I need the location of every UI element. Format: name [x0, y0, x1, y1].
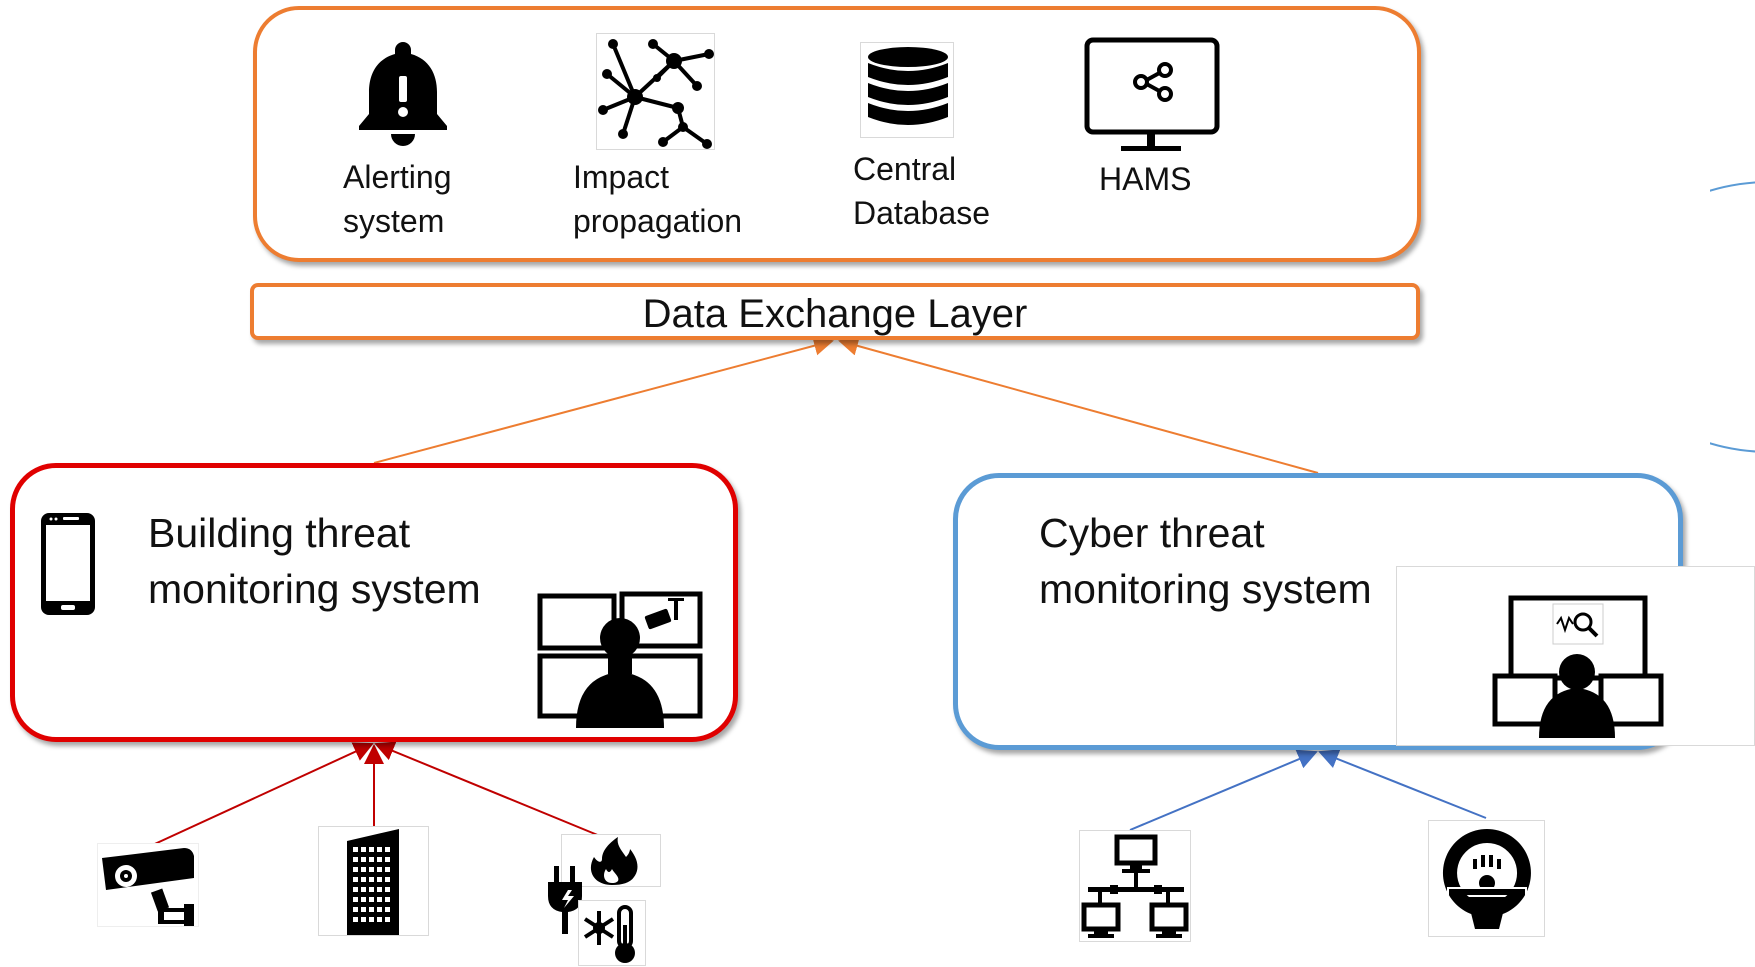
medical-scanner-icon: [1442, 829, 1531, 929]
data-exchange-label: Data Exchange Layer: [642, 292, 1028, 336]
connector-scanner-to-cyber: [1318, 749, 1487, 819]
cyber-title-line1: Cyber threat: [1039, 510, 1265, 556]
temperature-snowflake-icon: [583, 905, 635, 963]
operator-cctv-monitors-icon: [537, 591, 703, 728]
cyber-title-line2: monitoring system: [1039, 566, 1372, 612]
database-icon: [868, 47, 948, 125]
monitor-share-icon: [1084, 37, 1220, 151]
database-tile: [860, 42, 954, 138]
building-tile: [318, 826, 429, 936]
security-camera-icon: [102, 848, 194, 926]
building-icon: [347, 829, 399, 935]
operator-network-monitors-icon: [1492, 595, 1664, 738]
bell-alert-icon: [359, 42, 447, 146]
data-exchange-layer: Data Exchange Layer: [250, 283, 1420, 340]
connector-building-to-exchange: [373, 335, 834, 464]
connector-camera-to-building: [145, 742, 374, 849]
database-label-line1: Central: [853, 151, 957, 187]
computer-network-icon: [1081, 834, 1189, 938]
operator-network-monitors-tile: [1396, 566, 1755, 746]
medical-scanner-tile: [1428, 820, 1545, 937]
database-label-line2: Database: [853, 195, 990, 231]
building-title-line2: monitoring system: [148, 566, 481, 612]
impact-label-line1: Impact: [573, 159, 670, 195]
connector-cyber-to-exchange: [838, 336, 1319, 474]
smartphone-icon: [41, 513, 95, 615]
connector-utilities-to-building: [374, 741, 601, 837]
impact-label-line2: propagation: [573, 203, 743, 239]
building-title-line1: Building threat: [148, 510, 411, 556]
partial-circle-shape: [1710, 181, 1755, 453]
alerting-label-line1: Alerting: [343, 159, 452, 195]
computer-network-tile: [1079, 830, 1191, 942]
power-plug-icon: [548, 866, 582, 934]
network-graph-tile: [596, 33, 715, 150]
fire-icon: [590, 837, 638, 885]
fire-tile: [561, 834, 661, 887]
hams-label: HAMS: [1099, 161, 1192, 197]
building-threat-monitoring-box: Building threat monitoring system: [10, 463, 738, 742]
core-services-panel: Alerting system Impact propagation: [253, 6, 1421, 262]
network-graph-icon: [598, 39, 714, 149]
security-camera-tile: [97, 843, 199, 927]
temperature-tile: [578, 900, 646, 966]
connector-network-to-cyber: [1129, 749, 1318, 831]
alerting-label-line2: system: [343, 203, 445, 239]
